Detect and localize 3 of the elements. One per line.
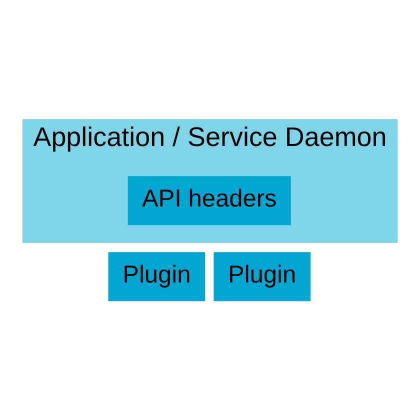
node-box: Plugin: [108, 252, 206, 302]
node-box: API headers: [128, 176, 291, 226]
node-box: Plugin: [214, 252, 310, 302]
